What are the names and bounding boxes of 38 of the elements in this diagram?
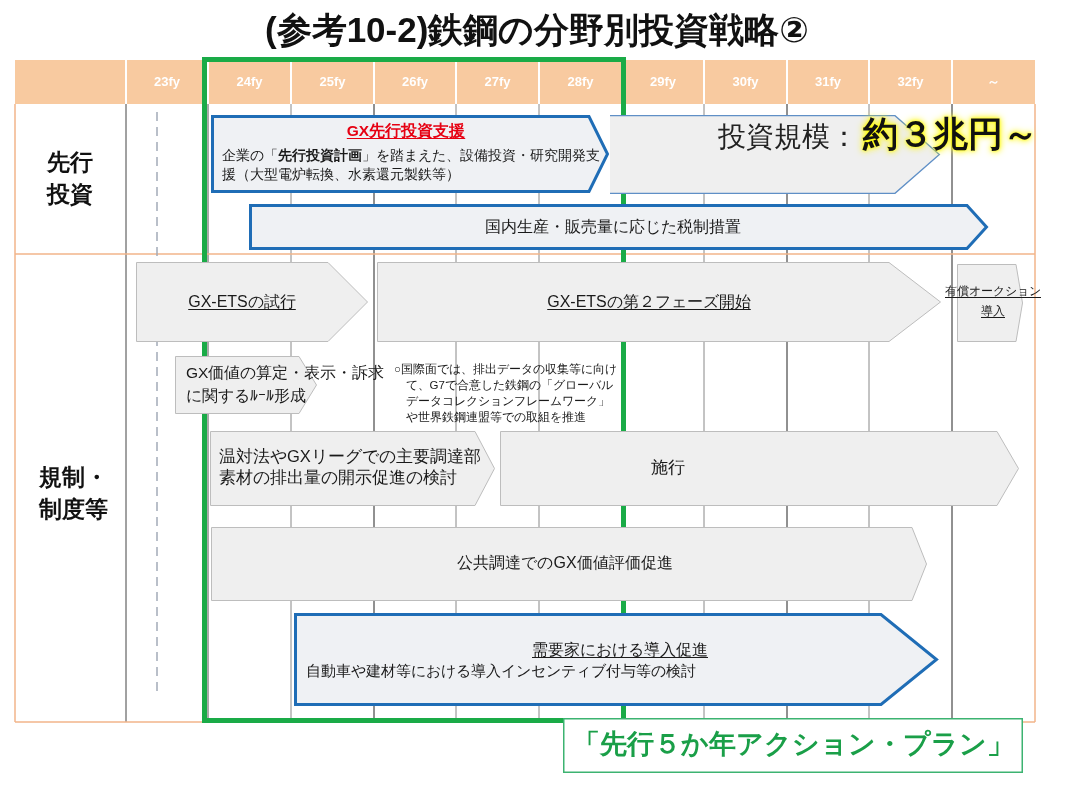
diagram-title: (参考10-2)鉄鋼の分野別投資戦略② [265,9,809,51]
year-label: 29fy [650,73,676,91]
band-label: 公共調達でのGX価値評価促進 [457,553,673,573]
phase-band [210,431,495,506]
phase-band [211,527,927,601]
year-label: 25fy [319,73,346,91]
band-label: 施行 [651,457,685,478]
phase-band [136,262,368,342]
phase-band [211,115,609,193]
year-label: 28fy [567,73,594,91]
year-label: 24fy [236,73,263,91]
band-description: 企業の「先行投資計画」を踏まえた、設備投資・研究開発支援（大型電炉転換、水素還元製鉄等） [222,147,601,184]
year-label: ～ [987,73,1000,91]
year-label: 23fy [154,73,180,91]
band-label: 温対法やGXリーグでの主要調達部素材の排出量の開示促進の検討 [219,446,481,489]
band-label: 有償オークション導入 [944,283,1042,320]
callout-box [563,718,1023,773]
band-label: 国内生産・販売量に応じた税制措置 [485,217,741,237]
band-heading: GX先行投資支援 [346,121,466,141]
note-text: ○国際面では、排出データの収集等に向けて、G7で合意した鉄鋼の「グローバルデータコレクションフレームワーク」や世界鉄鋼連盟等での取組を推進 [394,362,618,425]
year-label: 31fy [815,73,841,91]
investment-scale-label: 投資規模： [718,120,858,154]
year-label: 30fy [732,73,759,91]
phase-band [294,613,938,706]
phase-band [500,431,1019,506]
row-heading: 規制・制度等 [39,463,109,525]
band-label: GX-ETSの第２フェーズ開始 [547,292,751,312]
callout-text: 「先行５か年アクション・プラン」 [572,728,1014,761]
band-description: 自動車や建材等における導入インセンティブ付与等の検討 [306,661,696,681]
year-label: 26fy [402,73,428,91]
year-label: 27fy [484,73,511,91]
band-label: GX-ETSの試行 [188,292,296,312]
year-label: 32fy [897,73,924,91]
row-heading: 先行投資 [47,148,94,210]
band-label: GX価値の算定・表示・訴求に関するﾙｰﾙ形成 [186,363,386,407]
phase-band [377,262,941,342]
band-heading: 需要家における導入促進 [532,640,708,660]
phase-band [249,204,988,250]
